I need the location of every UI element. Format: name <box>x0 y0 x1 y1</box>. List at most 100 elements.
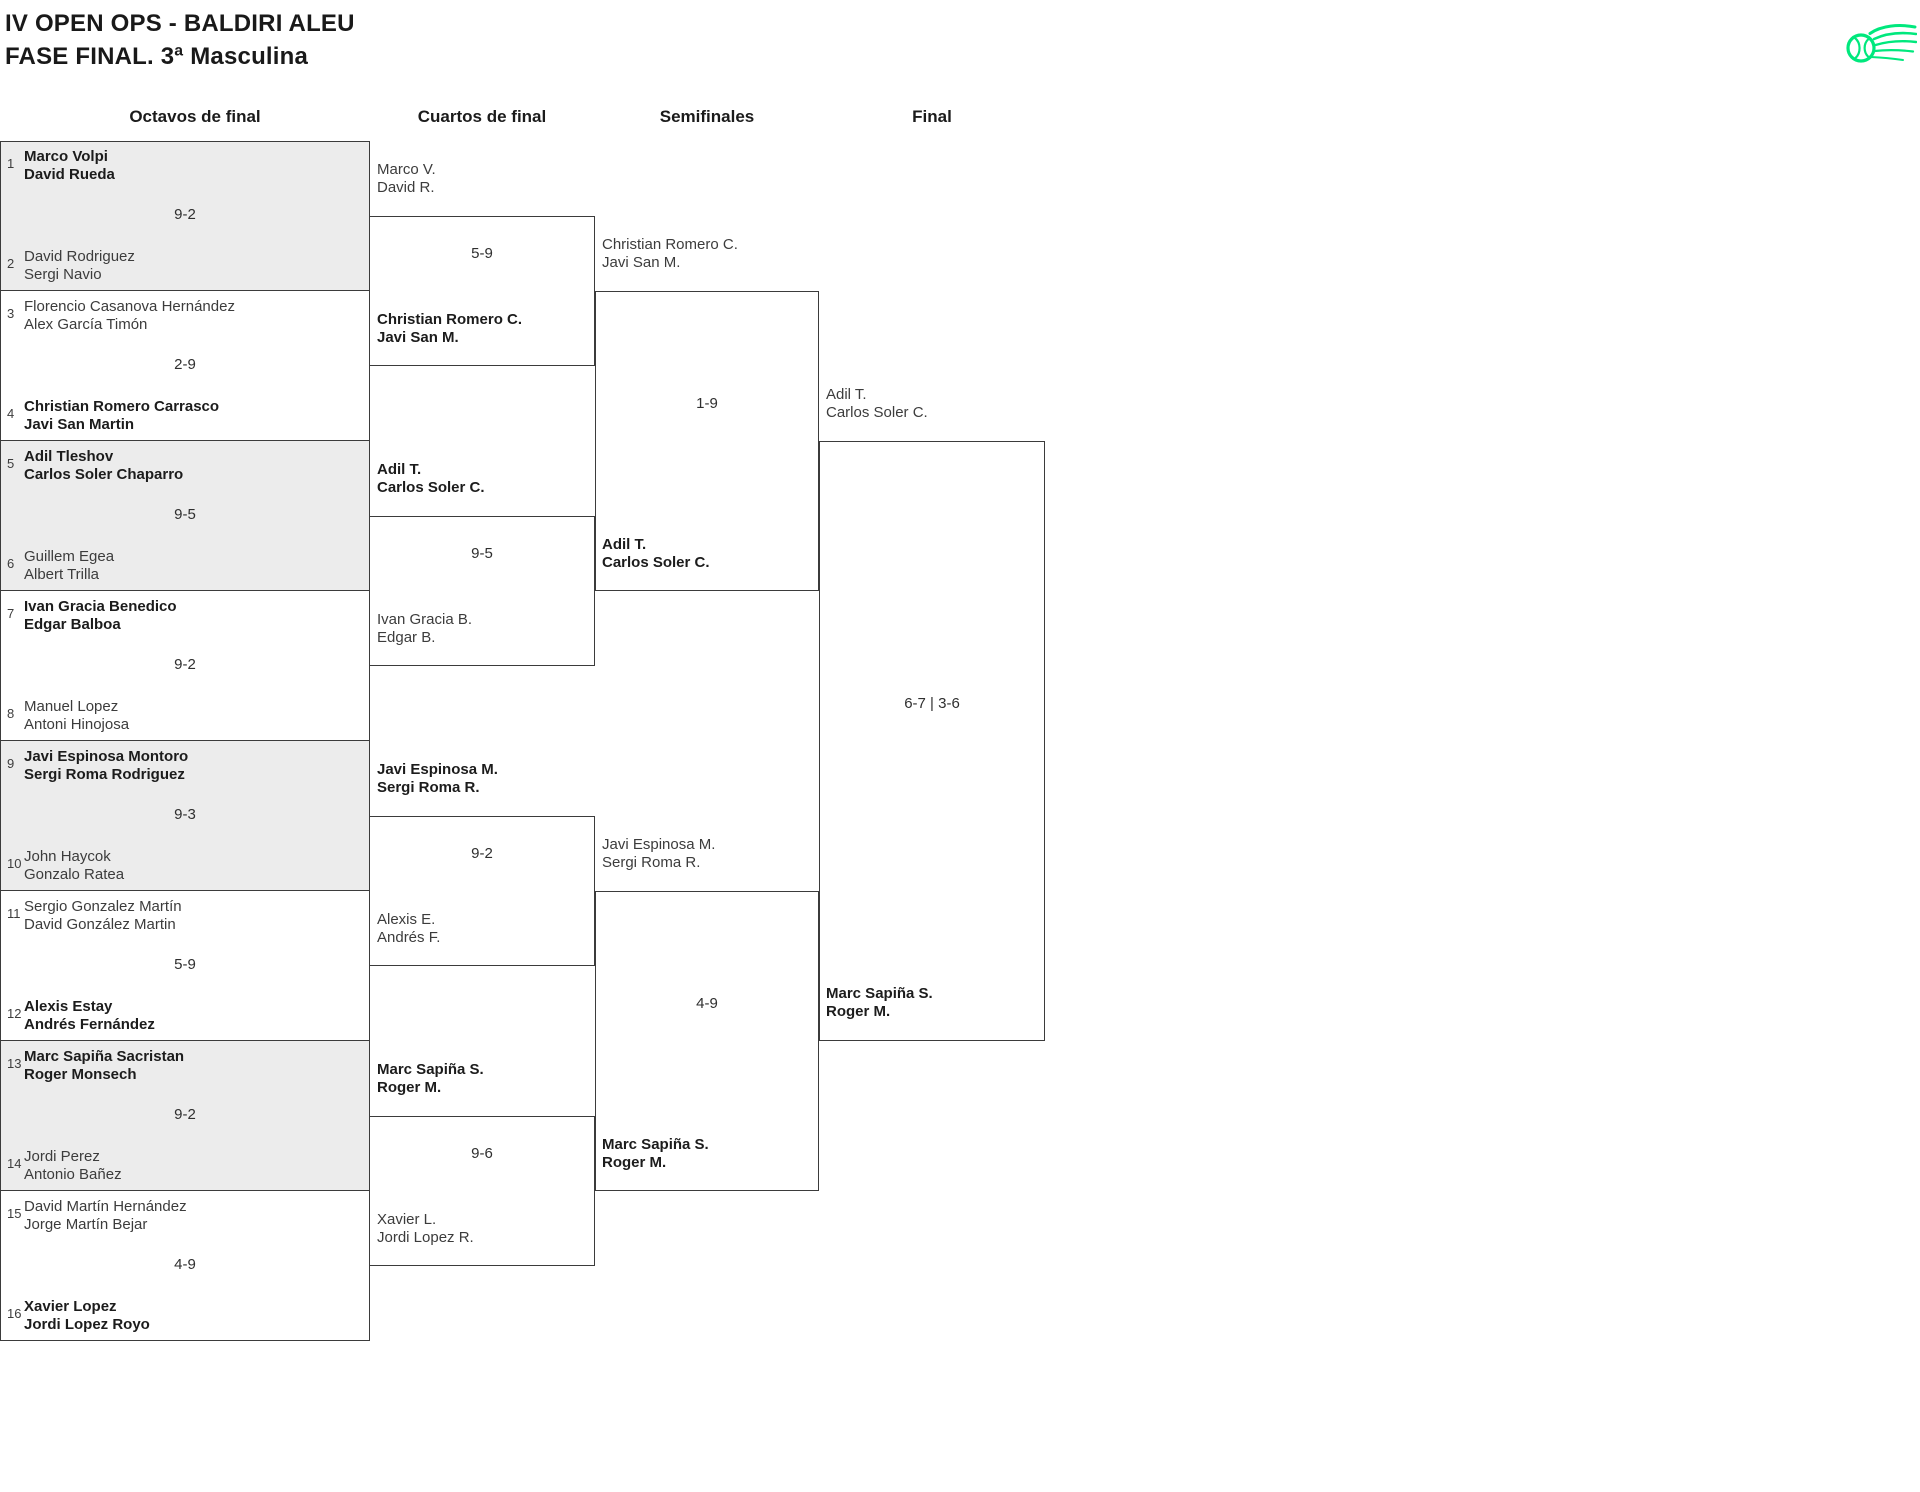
team-label: Marc Sapiña S.Roger M. <box>826 985 933 1021</box>
tournament-subtitle: FASE FINAL. 3ª Masculina <box>5 43 309 70</box>
player-name: Adil T. <box>602 536 647 553</box>
tournament-title: IV OPEN OPS - BALDIRI ALEU <box>5 10 355 37</box>
player-name: Javi San M. <box>602 254 681 271</box>
seed-number: 6 <box>7 556 15 571</box>
player-name: Albert Trilla <box>24 566 100 583</box>
player-name: Alex García Timón <box>24 316 148 333</box>
round-header-final: Final <box>912 107 952 126</box>
seed-number: 14 <box>7 1156 22 1171</box>
match-box-octavos <box>0 591 370 741</box>
player-name: Jorge Martín Bejar <box>24 1216 148 1233</box>
match-box-octavos <box>0 1191 370 1341</box>
player-name: Xavier L. <box>377 1211 437 1228</box>
seed-number: 13 <box>7 1056 22 1071</box>
player-name: Antoni Hinojosa <box>24 716 130 733</box>
match-box-octavos <box>0 441 370 591</box>
team-label: Christian Romero C.Javi San M. <box>602 236 738 272</box>
round-header-octavos: Octavos de final <box>129 107 261 126</box>
seed-number: 15 <box>7 1206 22 1221</box>
seed-number: 1 <box>7 156 15 171</box>
player-name: Carlos Soler Chaparro <box>24 466 184 483</box>
player-name: Xavier Lopez <box>24 1298 117 1315</box>
player-name: Edgar B. <box>377 629 436 646</box>
team-label: Alexis E.Andrés F. <box>377 911 440 947</box>
seed-number: 4 <box>7 406 15 421</box>
seed-number: 10 <box>7 856 22 871</box>
match-score: 9-2 <box>174 206 196 223</box>
player-name: Javi Espinosa M. <box>602 836 716 853</box>
player-name: Marc Sapiña S. <box>602 1136 709 1153</box>
team-label: Ivan Gracia B.Edgar B. <box>377 611 472 647</box>
player-name: Javi San Martin <box>24 416 135 433</box>
player-name: Marco V. <box>377 161 436 178</box>
team-label: Javi Espinosa M.Sergi Roma R. <box>377 761 498 797</box>
match-score: 9-2 <box>174 656 196 673</box>
player-name: Jordi Lopez Royo <box>24 1316 150 1333</box>
player-name: David Rueda <box>24 166 115 183</box>
match-box-cuartos <box>369 1116 595 1266</box>
team-label: Adil T.Carlos Soler C. <box>377 461 485 497</box>
seed-number: 12 <box>7 1006 22 1021</box>
player-name: Edgar Balboa <box>24 616 121 633</box>
team-label: Christian Romero C.Javi San M. <box>377 311 522 347</box>
ball-swoosh-icon <box>1846 24 1917 63</box>
match-score: 5-9 <box>174 956 196 973</box>
player-name: Carlos Soler C. <box>602 554 710 571</box>
match-box-octavos <box>0 891 370 1041</box>
player-name: Sergi Roma R. <box>377 779 480 796</box>
match-box-cuartos <box>369 816 595 966</box>
player-name: Sergi Navio <box>24 266 102 283</box>
match-score: 9-5 <box>471 545 493 562</box>
match-score: 6-7 | 3-6 <box>904 695 960 712</box>
seed-number: 8 <box>7 706 15 721</box>
match-score: 9-2 <box>471 845 493 862</box>
player-name: Jordi Lopez R. <box>377 1229 474 1246</box>
player-name: David González Martin <box>24 916 176 933</box>
seed-number: 3 <box>7 306 15 321</box>
match-score: 4-9 <box>174 1256 196 1273</box>
match-box-cuartos <box>369 216 595 366</box>
match-box-octavos <box>0 141 370 291</box>
player-name: Marc Sapiña Sacristan <box>24 1048 185 1065</box>
player-name: Andrés Fernández <box>24 1016 155 1033</box>
round-header-semifinales: Semifinales <box>659 107 755 126</box>
match-box-octavos <box>0 291 370 441</box>
seed-number: 11 <box>7 906 21 921</box>
player-name: Roger M. <box>826 1003 891 1020</box>
player-name: Ivan Gracia Benedico <box>24 598 177 615</box>
player-name: David R. <box>377 179 435 196</box>
team-label: Javi Espinosa M.Sergi Roma R. <box>602 836 715 872</box>
player-name: Javi Espinosa M. <box>377 761 498 778</box>
player-name: Jordi Perez <box>24 1148 100 1165</box>
player-name: Roger M. <box>377 1079 442 1096</box>
match-box-final <box>819 441 1045 1041</box>
match-score: 2-9 <box>174 356 196 373</box>
match-score: 9-5 <box>174 506 196 523</box>
seed-number: 5 <box>7 456 15 471</box>
player-name: Marco Volpi <box>24 148 108 165</box>
player-name: Roger M. <box>602 1154 667 1171</box>
match-score: 9-6 <box>471 1145 493 1162</box>
player-name: Marc Sapiña S. <box>826 985 933 1002</box>
match-box-semifinal <box>595 891 819 1191</box>
player-name: David Martín Hernández <box>24 1198 187 1215</box>
player-name: Sergi Roma Rodriguez <box>24 766 185 783</box>
player-name: John Haycok <box>24 848 111 865</box>
player-name: Gonzalo Ratea <box>24 866 125 883</box>
seed-number: 16 <box>7 1306 22 1321</box>
player-name: Adil T. <box>377 461 422 478</box>
match-score: 9-3 <box>174 806 196 823</box>
team-label: Marc Sapiña S.Roger M. <box>602 1136 709 1172</box>
team-label: Marc Sapiña S.Roger M. <box>377 1061 484 1097</box>
match-box-octavos <box>0 1041 370 1191</box>
